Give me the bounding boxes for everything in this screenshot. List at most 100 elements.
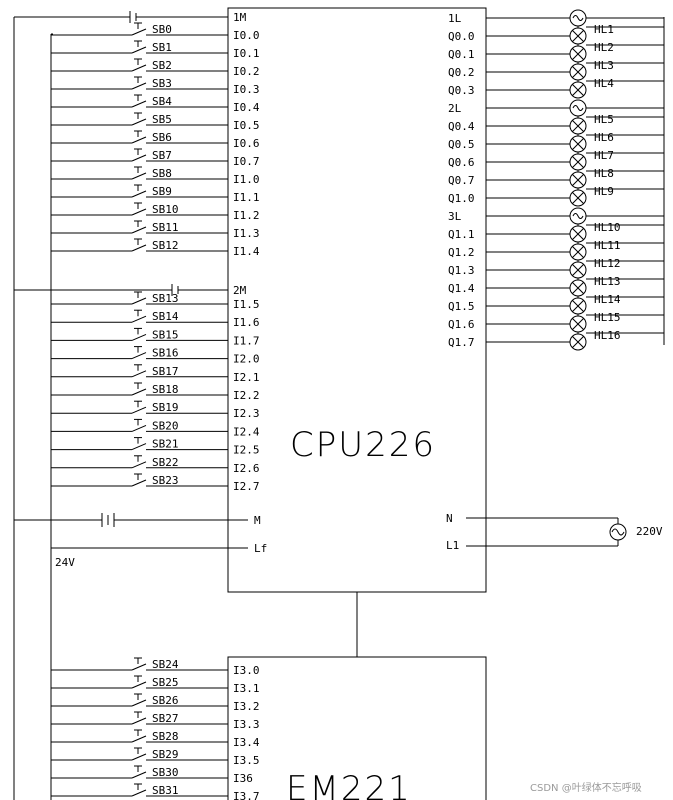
cpu-model-label: CPU226	[290, 425, 436, 465]
switch-label: SB1	[152, 41, 172, 54]
lamp-label: HL1	[594, 23, 614, 36]
input-terminal-label: I3.3	[233, 718, 260, 731]
lamp-label: HL16	[594, 329, 621, 342]
input-rung	[51, 166, 228, 180]
lamp-cross	[572, 66, 584, 78]
switch-label: SB20	[152, 419, 179, 432]
input-rung	[51, 783, 228, 797]
switch-contact	[131, 28, 147, 36]
lamp-label: HL3	[594, 59, 614, 72]
switch-label: SB21	[152, 438, 179, 451]
input-rung	[51, 184, 228, 198]
input-rung	[51, 729, 228, 743]
input-terminal-label: I1.3	[233, 227, 260, 240]
input-rung	[51, 112, 228, 126]
common-terminal-label: 2M	[233, 284, 247, 297]
lamp-cross	[572, 120, 584, 132]
switch-contact	[131, 136, 147, 144]
input-rung	[51, 40, 228, 54]
watermark: CSDN @叶绿体不忘呼吸	[530, 781, 642, 794]
input-rung	[51, 711, 228, 725]
output-terminal-label: Q1.5	[448, 300, 475, 313]
lamp-cross	[572, 228, 584, 240]
input-terminal-label: I2.2	[233, 389, 260, 402]
em-model-label: EM221	[286, 769, 412, 800]
lamp-label: HL13	[594, 275, 621, 288]
input-rung	[51, 327, 228, 341]
input-rung	[51, 382, 228, 396]
ac-wave-icon	[572, 213, 584, 219]
switch-contact	[131, 100, 147, 108]
lamp-cross	[572, 30, 584, 42]
output-terminal-label: Q1.0	[448, 192, 475, 205]
lamp-label: HL6	[594, 131, 614, 144]
lamp-cross	[572, 264, 584, 276]
switch-label: SB9	[152, 185, 172, 198]
input-terminal-label: I3.0	[233, 664, 260, 677]
lamp-cross	[572, 174, 584, 186]
lamp-label: HL11	[594, 239, 621, 252]
switch-label: SB30	[152, 766, 179, 779]
switch-contact	[131, 333, 147, 341]
input-terminal-label: I2.3	[233, 407, 260, 420]
lamp-label: HL14	[594, 293, 621, 306]
ac-wave-icon	[611, 528, 625, 536]
output-terminal-label: Q1.4	[448, 282, 475, 295]
output-terminal-label: Q1.2	[448, 246, 475, 259]
switch-label: SB16	[152, 347, 179, 360]
input-rung	[51, 364, 228, 378]
switch-label: SB6	[152, 131, 172, 144]
switch-contact	[131, 297, 147, 305]
input-rung	[51, 94, 228, 108]
switch-contact	[131, 681, 147, 689]
switch-contact	[131, 388, 147, 396]
switch-label: SB15	[152, 328, 179, 341]
switch-contact	[131, 789, 147, 797]
input-terminal-label: I3.2	[233, 700, 260, 713]
output-terminal-label: Q0.2	[448, 66, 475, 79]
switch-contact	[131, 352, 147, 360]
switch-label: SB3	[152, 77, 172, 90]
input-rung	[51, 765, 228, 779]
input-rung	[51, 437, 228, 451]
input-terminal-label: I1.4	[233, 245, 260, 258]
power-terminal-m: M	[254, 514, 261, 527]
input-rung	[51, 747, 228, 761]
input-rung	[51, 346, 228, 360]
switch-contact	[131, 82, 147, 90]
input-terminal-label: I2.4	[233, 425, 260, 438]
switch-contact	[131, 208, 147, 216]
switch-contact	[131, 315, 147, 323]
input-rung	[51, 148, 228, 162]
switch-label: SB24	[152, 658, 179, 671]
switch-contact	[131, 226, 147, 234]
input-terminal-label: I0.5	[233, 119, 260, 132]
lamp-label: HL7	[594, 149, 614, 162]
output-terminal-label: Q0.5	[448, 138, 475, 151]
lamp-label: HL2	[594, 41, 614, 54]
input-terminal-label: I1.0	[233, 173, 260, 186]
input-rung	[51, 22, 228, 36]
output-common-label: 1L	[448, 12, 462, 25]
switch-contact	[131, 699, 147, 707]
switch-label: SB0	[152, 23, 172, 36]
switch-contact	[131, 154, 147, 162]
output-terminal-label: Q0.0	[448, 30, 475, 43]
lamp-icon	[569, 189, 587, 207]
input-terminal-label: I2.6	[233, 462, 260, 475]
dc-supply-label: 24V	[55, 556, 75, 569]
output-terminal-label: Q0.7	[448, 174, 475, 187]
input-rung	[51, 455, 228, 469]
switch-label: SB29	[152, 748, 179, 761]
power-terminal-lf: Lf	[254, 542, 267, 555]
ac-supply-label: 220V	[636, 525, 663, 538]
input-rung	[51, 238, 228, 252]
input-rung	[51, 291, 228, 305]
common-terminal-label: 1M	[233, 11, 247, 24]
output-common-label: 3L	[448, 210, 462, 223]
output-terminal-label: Q0.6	[448, 156, 475, 169]
input-rung	[51, 693, 228, 707]
output-terminal-label: Q1.3	[448, 264, 475, 277]
